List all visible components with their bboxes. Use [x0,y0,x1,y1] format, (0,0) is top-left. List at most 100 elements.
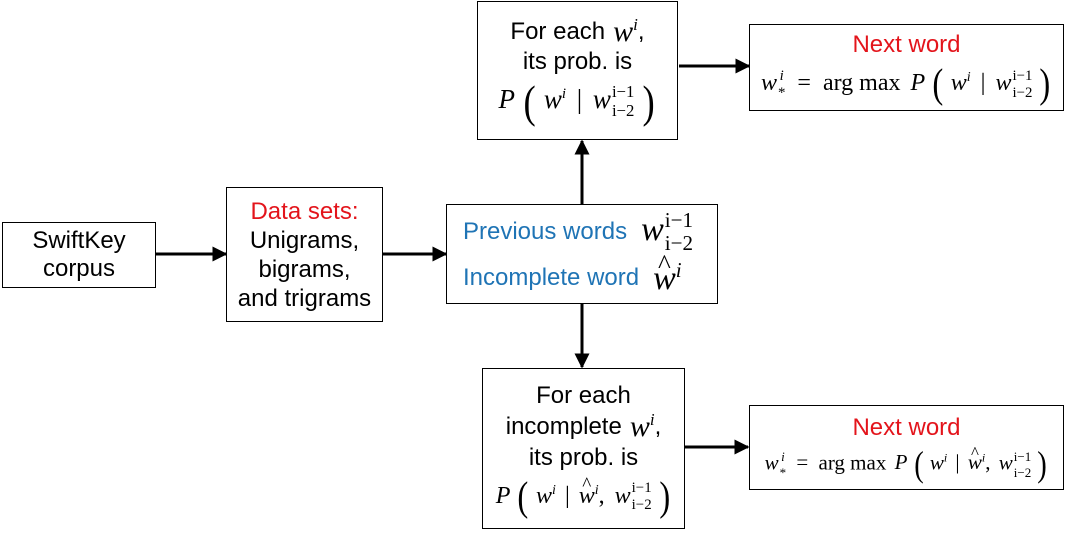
math-lparen: ( [517,473,529,519]
incomplete-word-symbol: wi [653,257,682,296]
math-rparen: ) [659,473,670,519]
top-prob-line1: For each wi, [510,16,644,47]
math-bar: | [980,70,986,97]
math-lparen: ( [523,76,536,128]
math-rparen: ) [642,76,655,128]
corpus-box: SwiftKey corpus [2,222,156,288]
math-sup: i−1 [1013,449,1032,465]
math-sub: i−2 [611,101,635,120]
bottom-prob-line2-text: incomplete [505,412,622,440]
top-prob-line1-text: For each [510,17,606,45]
math-bar: | [576,84,583,115]
bottom-prob-w: wi [630,411,655,442]
math-equals: = [797,70,811,97]
math-sup: i [633,15,638,35]
bottom-prob-line2: incomplete wi, [506,411,661,442]
top-prob-line2: its prob. is [522,48,633,76]
math-sup: i [981,450,986,465]
previous-words-label: Previous words [463,218,628,245]
datasets-heading: Data sets: [250,197,359,225]
math-comma: , [654,412,662,440]
math-P: P [495,482,511,509]
incomplete-word-label: Incomplete word [463,264,640,291]
datasets-line2: bigrams, [258,255,351,283]
math-supsub: i* [780,450,787,478]
math-sup: i−1 [631,480,652,497]
math-w: w [995,70,1012,97]
math-w: w [764,450,779,475]
math-sub: * [777,84,786,101]
top-next-title: Next word [852,31,961,59]
math-comma: , [985,450,991,475]
math-sub: * [779,464,787,480]
math-w: w [592,84,611,115]
math-sub: i−2 [664,231,694,255]
bottom-next-box: Next word wi* = arg max P ( wi | wi, wi−… [749,405,1064,490]
math-sup: i [943,450,948,465]
math-P: P [894,450,908,475]
math-comma: , [637,17,645,45]
bottom-prob-line3: its prob. is [528,443,639,471]
math-P: P [910,70,926,97]
math-w: w [641,210,664,248]
math-w: w [614,482,631,509]
math-sup: i [781,449,785,465]
math-sup: i−1 [611,82,635,102]
math-w: w [536,482,553,509]
math-sup: i [779,67,784,84]
math-bar: | [955,450,960,475]
math-w-hat: w [968,452,982,473]
math-sup: i [966,70,971,86]
math-P: P [498,84,516,115]
math-equals: = [796,450,809,475]
math-argmax: arg max [822,70,901,97]
math-sup-plain: i [675,257,682,282]
math-rparen: ) [1037,443,1048,484]
math-w: w [629,409,650,443]
math-sub: i−2 [1013,464,1032,480]
math-sup: i [552,482,556,498]
math-sub: i−2 [1012,84,1033,101]
math-lparen: ( [932,61,944,107]
math-w: w [950,70,967,97]
datasets-box: Data sets: Unigrams, bigrams, and trigra… [226,187,383,322]
top-prob-w: wi [613,16,638,47]
bottom-prob-line1: For each [536,381,631,409]
bottom-prob-formula: P ( wi | wi, wi−1i−2 ) [495,473,671,519]
math-bar: | [564,482,570,509]
math-w: w [929,450,944,475]
math-w: w [613,15,634,49]
datasets-line3: and trigrams [237,284,372,312]
math-argmax: arg max [818,450,887,475]
math-comma: , [598,482,605,509]
bottom-prob-box: For each incomplete wi, its prob. is P (… [482,368,685,529]
center-box: Previous words wi−1i−2 Incomplete word w… [446,204,718,304]
math-lparen: ( [913,443,924,484]
math-sup: i−1 [1012,67,1033,84]
corpus-line1: SwiftKey [32,227,126,254]
math-sup: i [649,409,655,429]
incomplete-word-row: Incomplete word wi [463,256,682,300]
math-sup: i [594,482,599,498]
bottom-next-formula: wi* = arg max P ( wi | wi, wi−1i−2 ) [764,443,1049,484]
datasets-line1: Unigrams, [249,226,360,254]
math-w-hat: w [579,484,595,508]
math-w: w [998,450,1013,475]
math-sup: i−1 [664,207,694,232]
math-sub: i−2 [631,497,652,513]
bottom-next-title: Next word [852,413,961,441]
math-supsub: i* [777,67,786,101]
